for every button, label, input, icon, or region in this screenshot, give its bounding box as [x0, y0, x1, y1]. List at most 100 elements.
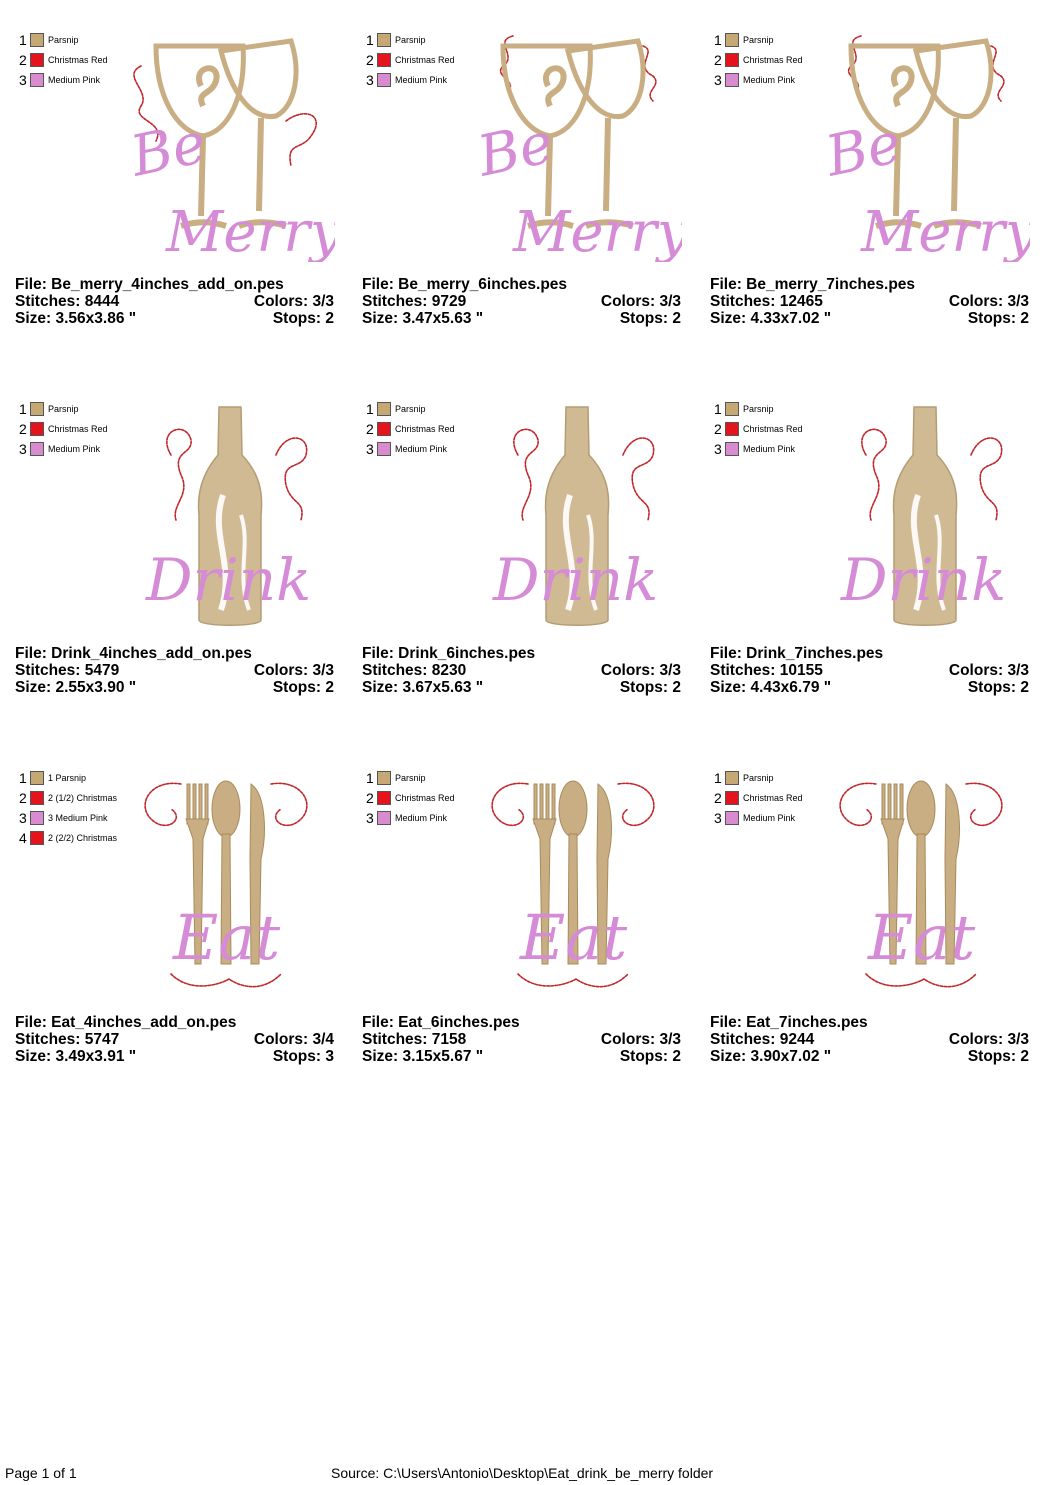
- size-line: Size: 3.49x3.91 " Stops: 3: [15, 1048, 335, 1066]
- thread-number: 3: [714, 72, 722, 88]
- stitch-count: Stitches: 9244: [710, 1031, 815, 1048]
- thread-number: 1: [366, 32, 374, 48]
- thread-name: Medium Pink: [395, 444, 448, 454]
- stitches-line: Stitches: 8444 Colors: 3/3: [15, 293, 335, 311]
- thread-number: 2: [714, 421, 722, 437]
- thread-name: Medium Pink: [48, 444, 101, 454]
- stitch-count: Stitches: 8444: [15, 293, 120, 310]
- color-swatch: [377, 771, 391, 785]
- thread-name: 1 Parsnip: [48, 773, 87, 783]
- thread-name: Christmas Red: [48, 55, 108, 65]
- color-swatch: [30, 811, 44, 825]
- stitch-count: Stitches: 5747: [15, 1031, 120, 1048]
- color-swatch: [725, 771, 739, 785]
- stitch-count: Stitches: 12465: [710, 293, 823, 310]
- color-swatch: [30, 73, 44, 87]
- stitch-count: Stitches: 10155: [710, 662, 823, 679]
- size-line: Size: 3.67x5.63 " Stops: 2: [362, 679, 682, 697]
- color-count: Colors: 3/4: [253, 1031, 334, 1048]
- file-name: File: Eat_6inches.pes: [362, 1014, 520, 1031]
- thread-number: 1: [714, 401, 722, 417]
- file-name: File: Be_merry_4inches_add_on.pes: [15, 276, 284, 293]
- embroidery-preview: Eat: [806, 764, 1030, 1000]
- thread-number: 2: [19, 421, 27, 437]
- color-swatch: [377, 791, 391, 805]
- svg-text:Be: Be: [471, 111, 558, 190]
- svg-text:Drink: Drink: [492, 546, 658, 614]
- svg-text:Drink: Drink: [145, 546, 311, 614]
- svg-text:Eat: Eat: [867, 901, 975, 974]
- svg-text:Be: Be: [819, 111, 906, 190]
- design-size: Size: 4.43x6.79 ": [710, 679, 832, 696]
- thread-number: 2: [366, 52, 374, 68]
- color-swatch: [725, 442, 739, 456]
- thread-name: Christmas Red: [395, 793, 455, 803]
- design-size: Size: 2.55x3.90 ": [15, 679, 137, 696]
- color-swatch: [30, 831, 44, 845]
- size-line: Size: 4.43x6.79 " Stops: 2: [710, 679, 1030, 697]
- stop-count: Stops: 2: [967, 679, 1029, 696]
- source-path: Source: C:\Users\Antonio\Desktop\Eat_dri…: [331, 1465, 714, 1481]
- color-swatch: [377, 402, 391, 416]
- file-line: File: Be_merry_6inches.pes: [362, 276, 682, 294]
- design-size: Size: 4.33x7.02 ": [710, 310, 832, 327]
- stop-count: Stops: 2: [967, 1048, 1029, 1065]
- color-count: Colors: 3/3: [948, 293, 1029, 310]
- thread-name: Medium Pink: [395, 75, 448, 85]
- design-size: Size: 3.49x3.91 ": [15, 1048, 137, 1065]
- stop-count: Stops: 2: [272, 310, 334, 327]
- file-line: File: Eat_4inches_add_on.pes: [15, 1014, 335, 1032]
- design-size: Size: 3.90x7.02 ": [710, 1048, 832, 1065]
- color-swatch: [725, 402, 739, 416]
- thread-name: Christmas Red: [743, 55, 803, 65]
- color-swatch: [377, 422, 391, 436]
- embroidery-preview: Be Merry: [806, 26, 1038, 265]
- color-swatch: [377, 73, 391, 87]
- size-line: Size: 3.15x5.67 " Stops: 2: [362, 1048, 682, 1066]
- file-line: File: Drink_7inches.pes: [710, 645, 1030, 663]
- file-line: File: Eat_6inches.pes: [362, 1014, 682, 1032]
- thread-number: 2: [714, 52, 722, 68]
- stop-count: Stops: 2: [619, 310, 681, 327]
- color-count: Colors: 3/3: [253, 662, 334, 679]
- file-line: File: Be_merry_4inches_add_on.pes: [15, 276, 335, 294]
- stitches-line: Stitches: 7158 Colors: 3/3: [362, 1031, 682, 1049]
- stop-count: Stops: 2: [619, 1048, 681, 1065]
- stitches-line: Stitches: 12465 Colors: 3/3: [710, 293, 1030, 311]
- file-name: File: Be_merry_6inches.pes: [362, 276, 568, 293]
- thread-number: 2: [714, 790, 722, 806]
- stitch-count: Stitches: 5479: [15, 662, 120, 679]
- thread-name: Parsnip: [395, 773, 426, 783]
- color-swatch: [377, 33, 391, 47]
- color-swatch: [725, 422, 739, 436]
- thread-number: 3: [366, 72, 374, 88]
- thread-name: Medium Pink: [743, 75, 796, 85]
- file-name: File: Eat_7inches.pes: [710, 1014, 868, 1031]
- thread-name: Parsnip: [395, 404, 426, 414]
- svg-text:Drink: Drink: [840, 546, 1006, 614]
- thread-number: 3: [714, 810, 722, 826]
- stitch-count: Stitches: 8230: [362, 662, 467, 679]
- file-name: File: Drink_4inches_add_on.pes: [15, 645, 252, 662]
- thread-name: 2 (2/2) Christmas: [48, 833, 118, 843]
- file-name: File: Be_merry_7inches.pes: [710, 276, 916, 293]
- stop-count: Stops: 3: [272, 1048, 334, 1065]
- size-line: Size: 4.33x7.02 " Stops: 2: [710, 310, 1030, 328]
- thread-name: Medium Pink: [395, 813, 448, 823]
- color-count: Colors: 3/3: [948, 1031, 1029, 1048]
- stitches-line: Stitches: 10155 Colors: 3/3: [710, 662, 1030, 680]
- thread-number: 2: [19, 790, 27, 806]
- thread-number: 3: [714, 441, 722, 457]
- size-line: Size: 2.55x3.90 " Stops: 2: [15, 679, 335, 697]
- stop-count: Stops: 2: [619, 679, 681, 696]
